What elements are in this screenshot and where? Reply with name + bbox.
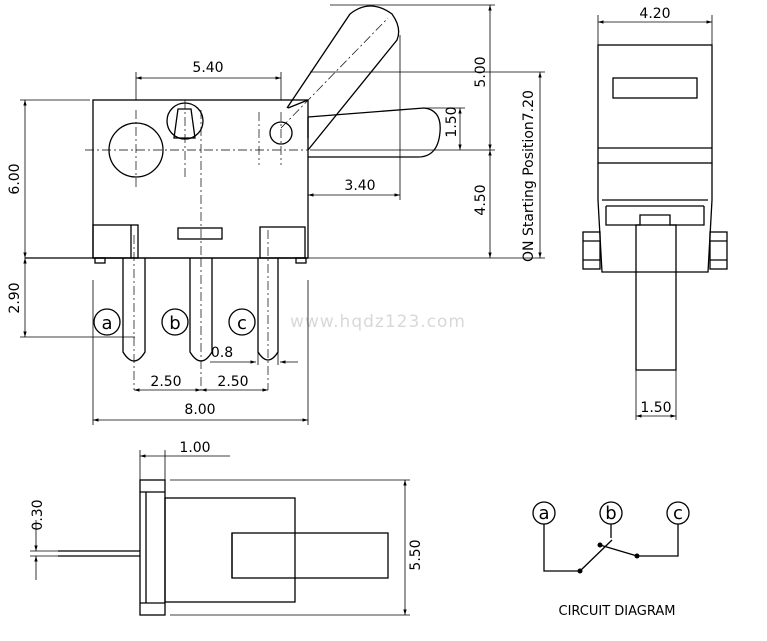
dim-4-50: 4.50 (473, 184, 489, 215)
on-starting-position-label: ON Starting Position7.20 (521, 90, 537, 262)
circuit-diagram: a b c CIRCUIT DIAGRAM (532, 501, 690, 619)
dim-1-50-side: 1.50 (640, 400, 671, 416)
dim-3-40: 3.40 (344, 178, 375, 194)
bottom-view: 1.00 0.30 5.50 (30, 440, 424, 616)
dim-0-8: 0.8 (211, 345, 233, 361)
dim-1-50: 1.50 (444, 106, 460, 137)
side-view: 4.20 1.50 (582, 6, 728, 420)
circuit-pin-c: c (673, 503, 683, 524)
pin-label-a: a (101, 313, 112, 334)
pin-label-b: b (169, 313, 180, 334)
dim-2-90: 2.90 (7, 282, 23, 313)
circuit-diagram-title: CIRCUIT DIAGRAM (559, 604, 676, 619)
dim-6-00: 6.00 (7, 163, 23, 194)
pin-label-c: c (237, 313, 247, 334)
circuit-pin-b: b (605, 503, 616, 524)
front-view: a b c www.hqdz123.com 5.40 6.00 2.90 3.4… (7, 4, 545, 425)
dim-0-30: 0.30 (30, 499, 46, 530)
dim-2-50-b: 2.50 (217, 374, 248, 390)
dim-8-00: 8.00 (184, 402, 215, 418)
dim-4-20: 4.20 (639, 6, 670, 22)
dim-5-50: 5.50 (408, 539, 424, 570)
dim-5-00: 5.00 (473, 56, 489, 87)
dim-5-40: 5.40 (192, 60, 223, 76)
dim-1-00: 1.00 (179, 440, 210, 456)
watermark: www.hqdz123.com (290, 312, 466, 332)
dim-2-50-a: 2.50 (150, 374, 181, 390)
circuit-pin-a: a (538, 503, 549, 524)
